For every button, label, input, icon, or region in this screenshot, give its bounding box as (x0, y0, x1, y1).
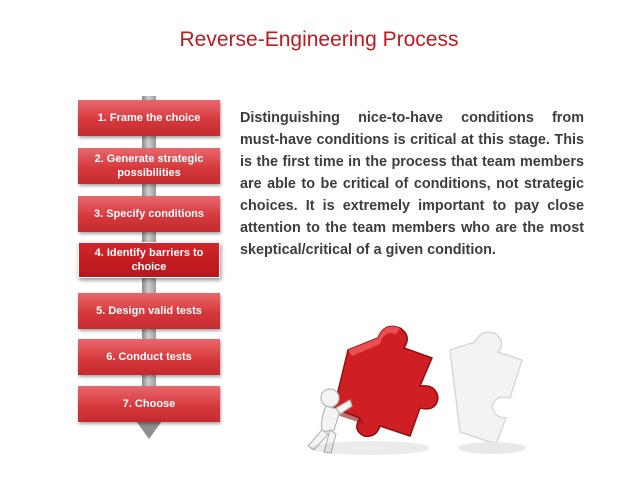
step-5-design-tests[interactable]: 5. Design valid tests (78, 293, 220, 329)
puzzle-slot-icon (449, 331, 526, 454)
flow-arrow-head-icon (136, 421, 162, 439)
step-label: 5. Design valid tests (96, 305, 202, 317)
step-description: Distinguishing nice-to-have conditions f… (240, 110, 584, 258)
step-3-specify-conditions[interactable]: 3. Specify conditions (78, 196, 220, 232)
step-label: 6. Conduct tests (106, 351, 192, 363)
process-flow: 1. Frame the choice 2. Generate strategi… (78, 96, 220, 446)
step-2-generate-possibilities[interactable]: 2. Generate strategic possibilities (78, 148, 220, 184)
page-title: Reverse-Engineering Process (179, 28, 459, 51)
step-4-identify-barriers[interactable]: 4. Identify barriers to choice (78, 242, 220, 278)
red-puzzle-piece-icon (333, 325, 439, 438)
step-1-frame-choice[interactable]: 1. Frame the choice (78, 100, 220, 136)
step-label: 4. Identify barriers to choice (94, 247, 204, 273)
step-label: 3. Specify conditions (93, 208, 205, 220)
step-label: 7. Choose (122, 398, 176, 410)
step-7-choose[interactable]: 7. Choose (78, 386, 220, 422)
pushing-figure-icon (307, 388, 353, 454)
step-label: 2. Generate strategic possibilities (94, 153, 204, 179)
puzzle-illustration-icon (307, 325, 526, 455)
step-label: 1. Frame the choice (97, 112, 201, 124)
step-6-conduct-tests[interactable]: 6. Conduct tests (78, 339, 220, 375)
